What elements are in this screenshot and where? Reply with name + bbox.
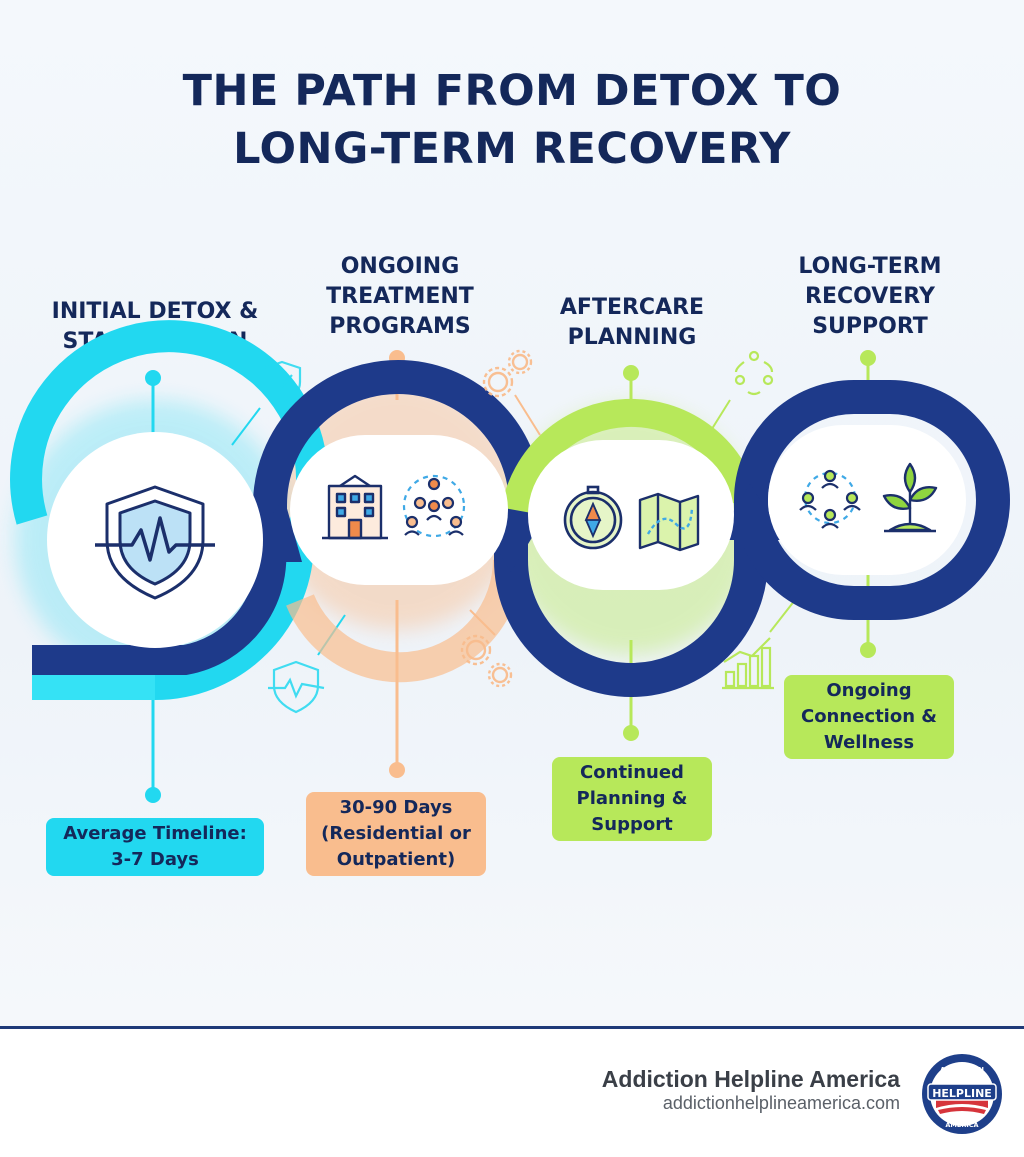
logo-text-middle: HELPLINE (932, 1087, 992, 1100)
stage-4-disc (768, 425, 966, 575)
stage-4-ring (734, 380, 1010, 620)
stage-2-note-line: Outpatient) (336, 849, 456, 870)
stage-4-title: LONG-TERM RECOVERY SUPPORT (770, 252, 970, 342)
stage-4-title-line: SUPPORT (812, 314, 928, 339)
stage-3-title: AFTERCARE PLANNING (532, 293, 732, 353)
stage-2-title-line: PROGRAMS (329, 314, 471, 339)
stage-2-title: ONGOING TREATMENT PROGRAMS (300, 252, 500, 342)
stage-1-note-line: 3-7 Days (111, 849, 199, 870)
stage-3-note: Continued Planning & Support (552, 757, 712, 841)
stage-4-title-line: RECOVERY (805, 284, 935, 309)
stage-3-top-dot (623, 365, 639, 381)
logo-flag-stripe (938, 1107, 986, 1114)
stage-2-note-line: 30-90 Days (339, 797, 453, 818)
stage-2-note: 30-90 Days (Residential or Outpatient) (306, 792, 486, 876)
stage-2-ring-glow (286, 559, 523, 683)
shield-heartbeat-icon (95, 485, 215, 600)
stage-2-disc (290, 435, 508, 585)
diagonal-connector (514, 394, 541, 436)
brand-name: Addiction Helpline America (601, 1066, 900, 1092)
logo-text-top: ADDICTION (940, 1066, 984, 1074)
community-icon (799, 469, 861, 529)
stage-3-title-line: AFTERCARE (559, 295, 705, 320)
gears-icon (482, 349, 533, 398)
ribbon-path (10, 320, 1010, 700)
recovery-path-diagram (10, 320, 1010, 803)
diagonal-connector (769, 599, 796, 633)
stage-3-bottom-dot (623, 725, 639, 741)
stage-2-title-line: ONGOING (340, 254, 460, 279)
stage-2-bottom-dot (389, 762, 405, 778)
logo-text-bottom: AMERICA (945, 1121, 978, 1129)
diagonal-connector (709, 399, 731, 433)
stage-4-bottom-dot (860, 642, 876, 658)
navy-tail (32, 537, 287, 675)
map-icon (638, 492, 700, 552)
stage-3-disc (528, 440, 734, 590)
stage-1-note: Average Timeline: 3-7 Days (46, 818, 264, 876)
stage-3-title-line: PLANNING (567, 325, 697, 350)
logo-banner (927, 1083, 997, 1101)
stage-2-title-line: TREATMENT (326, 284, 474, 309)
shield-pulse-icon (268, 660, 325, 714)
stage-4-note-line: Ongoing (826, 680, 912, 701)
stage-1-bottom-dot (145, 787, 161, 803)
stage-1-note-line: Average Timeline: (63, 823, 247, 844)
building-icon (322, 474, 388, 540)
stage-3-note-line: Support (591, 814, 673, 835)
people-cycle-icon (734, 350, 774, 396)
stage-3-note-line: Continued (580, 762, 684, 783)
stage-1-title-line: INITIAL DETOX & (51, 299, 259, 324)
group-icon (402, 474, 466, 538)
stage-3-ring-lime (501, 398, 759, 513)
page-title-line-2: LONG-TERM RECOVERY (233, 124, 791, 174)
shield-check-icon (262, 360, 302, 406)
arrow-up-3 (716, 484, 786, 540)
stage-2-note-line: (Residential or (321, 823, 471, 844)
growth-chart-icon (722, 637, 774, 690)
helpline-logo: ADDICTION HELPLINE AMERICA (922, 1054, 1002, 1134)
stage-2-ring-top (253, 360, 543, 540)
diagonal-connector (231, 407, 261, 446)
stage-4-title-line: LONG-TERM (798, 254, 942, 279)
stage-4-note-line: Connection & (800, 706, 937, 727)
page-title-line-1: THE PATH FROM DETOX TO (182, 66, 842, 116)
stage-4-note: Ongoing Connection & Wellness (784, 675, 954, 759)
sprout-icon (882, 462, 938, 533)
stage-4-note-line: Wellness (823, 732, 915, 753)
stage-4-top-dot (860, 350, 876, 366)
footer (0, 1026, 1024, 1157)
brand-url[interactable]: addictionhelplineamerica.com (662, 1093, 900, 1113)
gears-icon (460, 634, 513, 688)
compass-icon (563, 485, 623, 550)
stage-1-ring (10, 320, 328, 700)
stage-3-ring-bottom (494, 510, 768, 697)
page-title: THE PATH FROM DETOX TO LONG-TERM RECOVER… (0, 62, 1024, 178)
stage-3-note-line: Planning & (576, 788, 688, 809)
stage-1-top-dot (145, 370, 161, 386)
